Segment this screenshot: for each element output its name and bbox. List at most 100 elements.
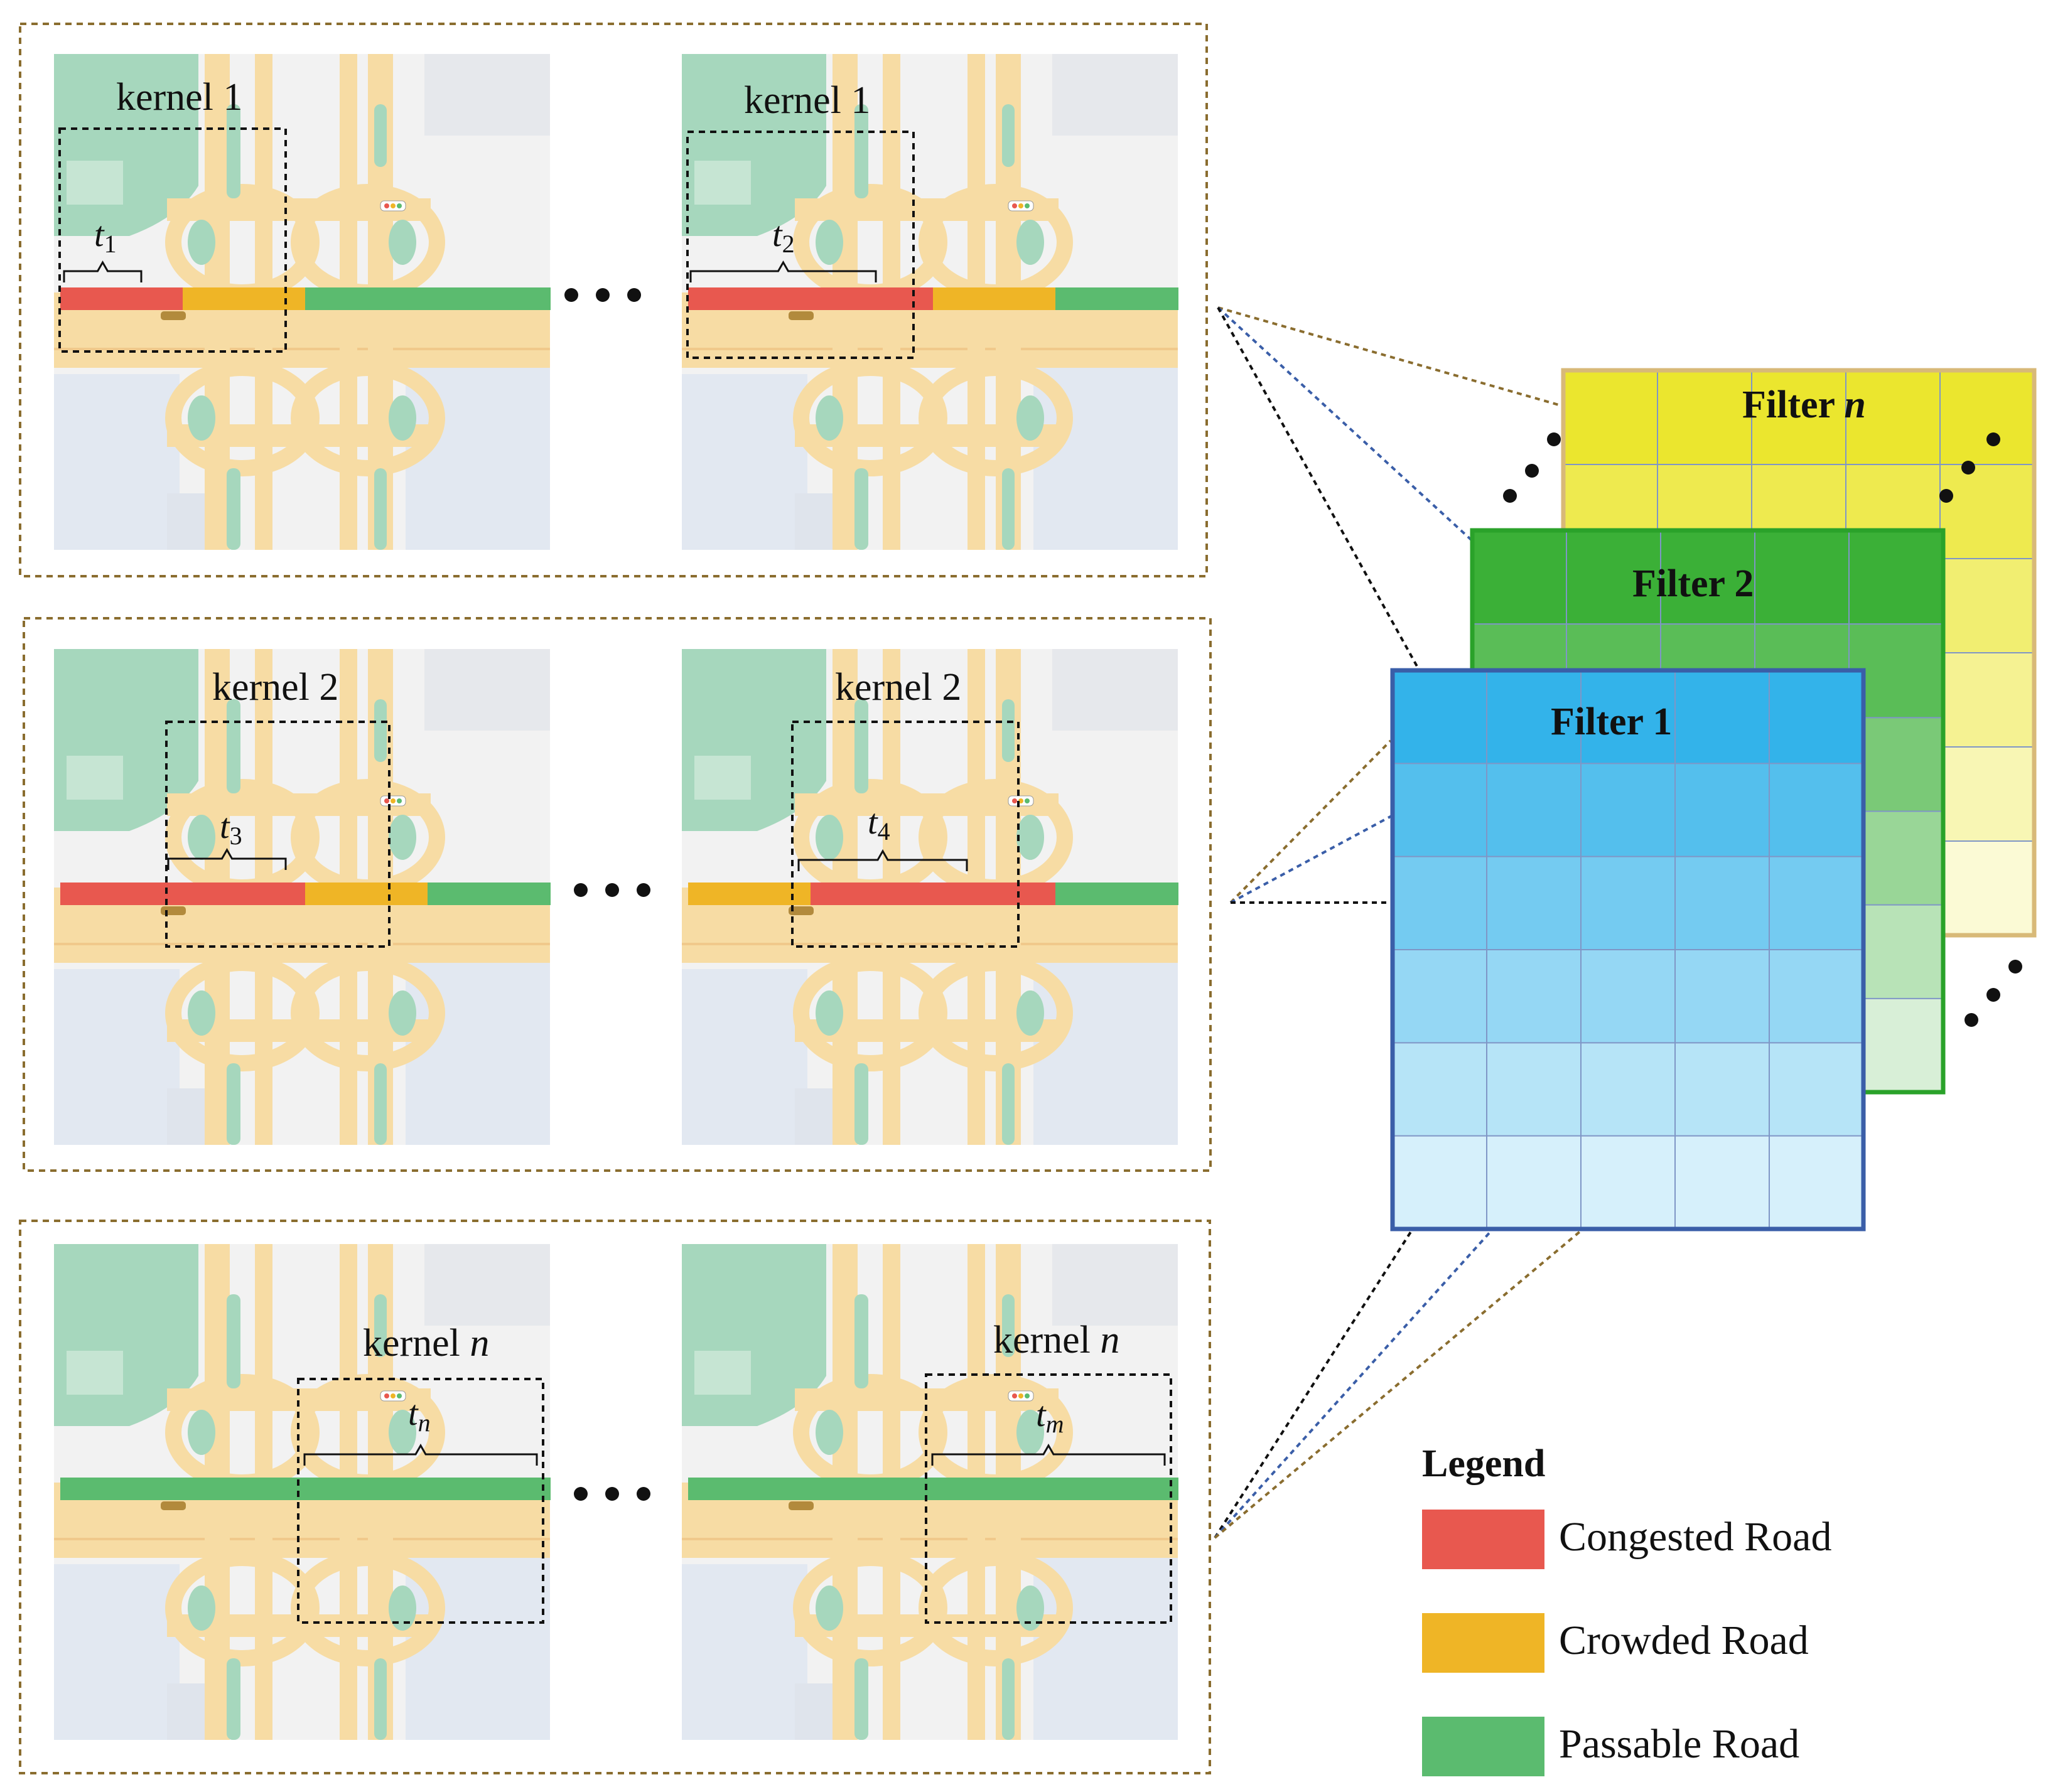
map-block — [795, 1088, 833, 1145]
connector-line — [1217, 306, 1614, 422]
space — [1091, 1319, 1101, 1361]
map-park — [67, 1351, 123, 1395]
connector-line — [1214, 1223, 1499, 1539]
map-median — [1002, 104, 1015, 167]
ellipsis-dot — [1939, 489, 1953, 503]
traffic-light-dot — [391, 1393, 396, 1398]
kernel-window — [791, 721, 1020, 948]
ellipsis-dot — [1986, 988, 2000, 1002]
map-block — [167, 1088, 205, 1145]
traffic-light-dot — [1018, 203, 1023, 208]
traffic-segment-passable — [428, 883, 551, 905]
traffic-segment-passable — [60, 1478, 183, 1500]
map-loop — [919, 360, 1073, 476]
traffic-light-dot — [1012, 203, 1017, 208]
map-road-line — [54, 943, 550, 945]
bus-stop-marker — [161, 311, 186, 320]
map-road-line — [54, 348, 550, 350]
bus-stop-marker — [789, 1501, 814, 1510]
map-median — [227, 1658, 240, 1740]
kernel-window — [925, 1373, 1172, 1624]
kernel-number: 2 — [942, 666, 961, 709]
traffic-light-dot — [397, 798, 402, 803]
map-island — [389, 220, 416, 265]
time-subscript: 4 — [878, 817, 890, 845]
map-median — [374, 699, 387, 762]
kernel-number: 2 — [319, 666, 338, 709]
kernel-window — [165, 721, 391, 948]
traffic-segment-congested — [60, 287, 183, 310]
panel-border — [19, 23, 1208, 577]
map-island — [816, 220, 843, 265]
road-map-thumbnail — [682, 54, 1178, 550]
map-loop — [165, 360, 320, 476]
ellipsis-dot — [2008, 960, 2022, 974]
map-median — [374, 104, 387, 167]
map-island — [816, 395, 843, 441]
map-block — [795, 493, 833, 550]
map-island — [389, 1410, 416, 1455]
kernel-word: kernel — [835, 666, 932, 709]
traffic-segment-congested — [811, 287, 934, 310]
filter-row — [1472, 530, 1943, 625]
road-map-thumbnail — [54, 649, 551, 1145]
legend-label: Congested Road — [1559, 1514, 1831, 1560]
filter-row — [1393, 763, 1863, 857]
map-park — [67, 161, 123, 205]
traffic-segment-passable — [1055, 287, 1178, 310]
time-label: tn — [408, 1394, 431, 1437]
map-block — [54, 1564, 180, 1740]
ellipsis-dot — [605, 1487, 619, 1501]
map-island — [1016, 990, 1044, 1036]
time-symbol: t — [408, 1394, 419, 1433]
map-loop — [793, 360, 947, 476]
traffic-segment-passable — [688, 1478, 811, 1500]
map-median — [374, 1294, 387, 1357]
map-island — [1016, 815, 1044, 860]
map-block — [1052, 54, 1178, 136]
map-island — [389, 395, 416, 441]
map-block — [682, 969, 807, 1145]
time-label: t1 — [94, 215, 117, 258]
traffic-segment-congested — [811, 883, 934, 905]
road-map-thumbnail — [54, 54, 551, 550]
map-loop — [919, 955, 1073, 1071]
traffic-segment-passable — [933, 1478, 1056, 1500]
map-median — [227, 1063, 240, 1145]
time-label: tm — [1036, 1395, 1064, 1438]
traffic-light-dot — [1012, 798, 1017, 803]
kernel-word: kernel — [363, 1322, 460, 1365]
ellipsis-dot — [1961, 461, 1975, 475]
connector-line — [1214, 1179, 1445, 1539]
time-span-brace — [931, 1443, 1166, 1466]
ellipsis-dot — [1503, 489, 1517, 503]
map-island — [188, 220, 215, 265]
map-island — [1016, 395, 1044, 441]
time-subscript: m — [1046, 1410, 1064, 1438]
map-block — [1052, 649, 1178, 731]
filter-row — [1393, 670, 1863, 765]
legend-swatch — [1422, 1510, 1544, 1569]
kernel-word: kernel — [212, 666, 310, 709]
traffic-segment-crowded — [305, 883, 428, 905]
time-label: t4 — [868, 803, 890, 845]
legend-swatch — [1422, 1613, 1544, 1673]
kernel-number: n — [1100, 1319, 1119, 1361]
ellipsis-dot — [627, 288, 641, 302]
bus-stop-marker — [161, 906, 186, 915]
map-island — [1016, 1585, 1044, 1631]
kernel-label: kernel n — [363, 1322, 489, 1365]
map-median — [854, 468, 868, 550]
traffic-light-dot — [397, 1393, 402, 1398]
kernel-word: kernel — [993, 1319, 1091, 1361]
time-span-brace — [797, 849, 968, 871]
map-median — [854, 699, 868, 793]
map-block — [167, 493, 205, 550]
time-span-brace — [63, 260, 143, 282]
kernel-window — [297, 1378, 544, 1624]
map-block — [682, 1564, 807, 1740]
traffic-segment-passable — [811, 1478, 934, 1500]
space — [310, 666, 320, 709]
